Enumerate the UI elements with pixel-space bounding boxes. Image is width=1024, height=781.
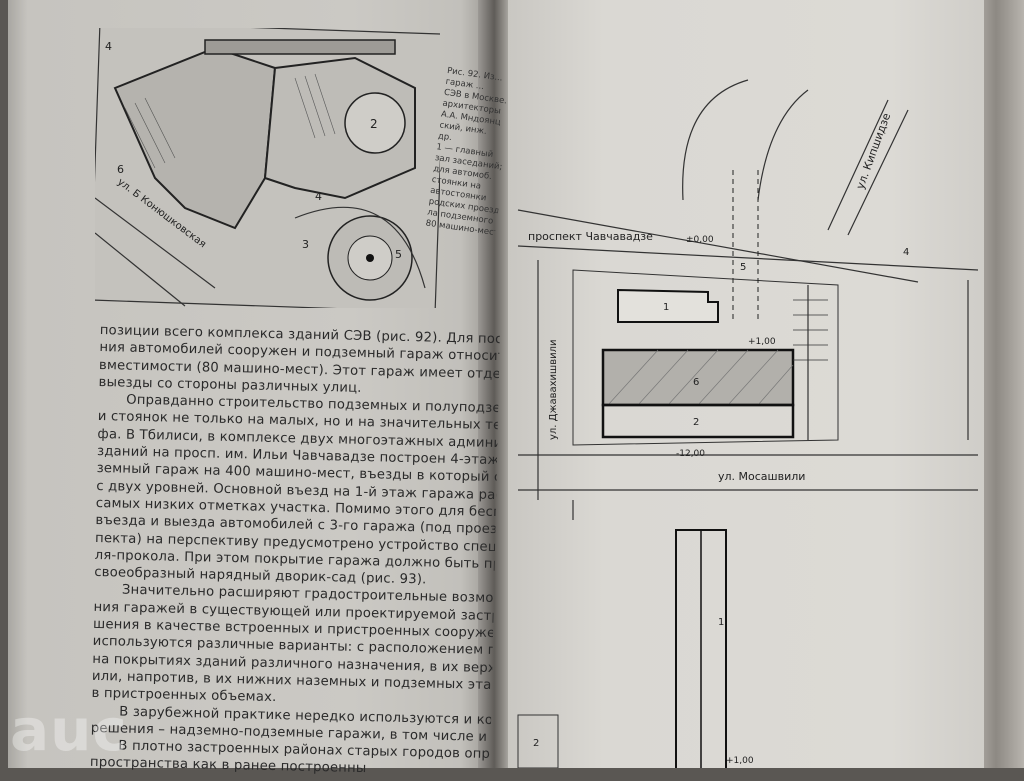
fig93-label-5: 5 [740, 262, 746, 273]
left-page-body-text: позиции всего комплекса зданий СЭВ (рис.… [90, 322, 500, 781]
fig93-label-1: 1 [663, 302, 669, 313]
building-2 [601, 403, 795, 439]
fig92-label: 4 [315, 190, 322, 203]
fig93-label-6: 6 [693, 377, 699, 388]
fig93-label-4: 4 [903, 247, 909, 258]
fig93-lower-label: 2 [533, 738, 539, 749]
fig93-label-2: 2 [693, 417, 699, 428]
figure-93-site-plan: проспект Чавчавадзе ул. Кипшидзе ул. Джа… [517, 79, 978, 768]
street-kipshidze-label: ул. Кипшидзе [854, 111, 894, 191]
level-garage: +1,00 [748, 337, 776, 347]
street-mosashvili-label: ул. Мосашвили [718, 470, 805, 483]
level-top: ±0,00 [686, 235, 714, 245]
fig92-label: 2 [370, 117, 378, 131]
building-1 [617, 288, 719, 323]
fig92-label: 5 [395, 248, 402, 261]
hatched-zone [124, 73, 336, 169]
level-bottom: -12,00 [676, 449, 705, 459]
watermark: auc [10, 696, 128, 764]
fig92-label: 4 [105, 40, 112, 53]
level-lower: +1,00 [726, 756, 754, 766]
fig93-tower-label: 1 [718, 617, 724, 628]
fig92-label: 3 [302, 238, 309, 251]
street-javakhishvili-label: ул. Джавахишвили [548, 340, 559, 441]
book-cover-edge [984, 0, 1024, 768]
street-prospect-label: проспект Чавчавадзе [528, 230, 653, 243]
lower-building-2 [517, 714, 559, 768]
fig92-label: 6 [117, 163, 124, 176]
figure-92-site-plan: 4 2 6 4 3 5 ул. Б Конюшковская [95, 28, 440, 308]
